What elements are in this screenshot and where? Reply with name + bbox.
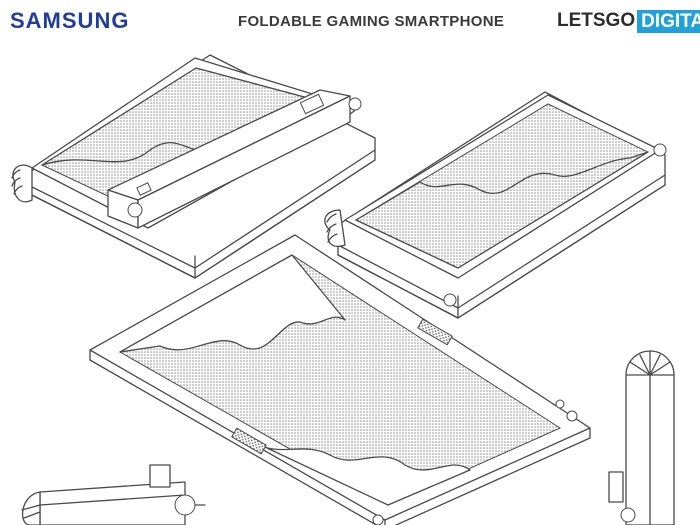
logo-text-left: LETSGO <box>557 10 636 31</box>
patent-drawing <box>11 54 675 525</box>
figure-side-view-right <box>608 350 675 525</box>
figure-unfolded-device <box>89 234 591 525</box>
header: SAMSUNG FOLDABLE GAMING SMARTPHONE LETSG… <box>0 0 700 44</box>
logo-text-right: DIGITAL <box>637 9 700 33</box>
publisher-logo: LETSGO DIGITAL <box>557 9 700 33</box>
figure-folded-device-left <box>11 54 376 279</box>
figure-folded-device-right <box>324 91 667 319</box>
figure-side-view-left <box>21 464 206 525</box>
brand-wordmark: SAMSUNG <box>10 8 130 33</box>
page-title: FOLDABLE GAMING SMARTPHONE <box>238 13 505 30</box>
